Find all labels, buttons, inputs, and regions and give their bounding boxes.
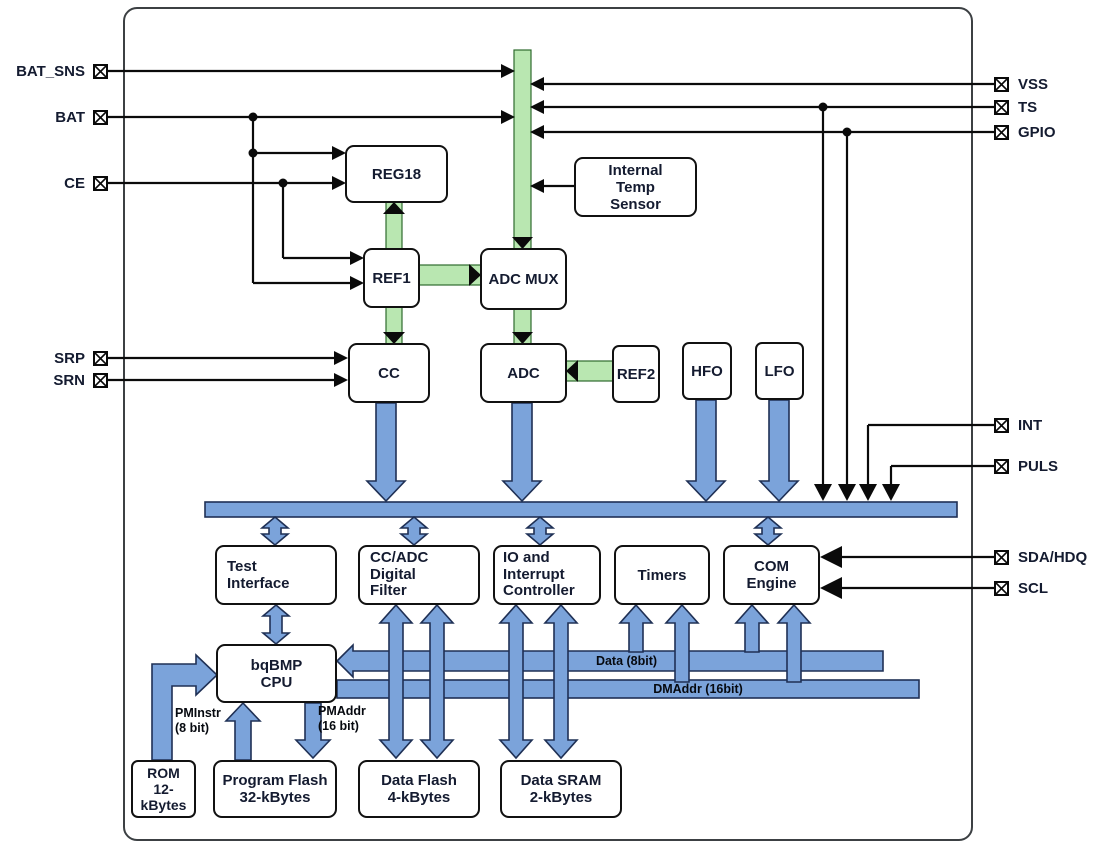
green-connectors [383, 49, 615, 382]
block-label: ADC [507, 364, 540, 382]
pin-label: SCL [1018, 579, 1048, 597]
pin-pad-icon [994, 417, 1009, 433]
block-adc: ADC [480, 343, 567, 403]
pin-srn: SRN [0, 371, 108, 389]
pmaddr-label: PMAddr (16 bit) [318, 704, 366, 733]
block-label: bqBMP CPU [250, 656, 303, 691]
pin-label: SDA/HDQ [1018, 548, 1088, 566]
block-ref2: REF2 [612, 345, 660, 403]
block-cc-adc-digital-filter: CC/ADC Digital Filter [358, 545, 480, 605]
pin-label: PULS [1018, 457, 1059, 475]
block-data-sram: Data SRAM 2-kBytes [500, 760, 622, 818]
pin-pad-icon [994, 76, 1009, 92]
block-adc-mux: ADC MUX [480, 248, 567, 310]
pin-label: GPIO [1018, 123, 1056, 141]
pin-puls: PULS [994, 457, 1058, 475]
block-label: CC [378, 364, 400, 382]
pin-label: BAT [55, 108, 85, 126]
block-data-flash: Data Flash 4-kBytes [358, 760, 480, 818]
pin-srp: SRP [0, 349, 108, 367]
pin-label: SRP [54, 349, 85, 367]
pin-label: TS [1018, 98, 1038, 116]
pin-gpio: GPIO [994, 123, 1056, 141]
block-label: REF2 [616, 365, 656, 383]
data-bus-label: Data (8bit) [595, 654, 658, 668]
dmaddr-bus-label: DMAddr (16bit) [653, 682, 743, 696]
block-label: Data Flash 4-kBytes [381, 772, 457, 806]
block-label: CC/ADC Digital Filter [370, 549, 429, 600]
pin-pad-icon [93, 63, 108, 79]
block-label: IO and Interrupt Controller [503, 549, 575, 600]
block-label: LFO [764, 362, 795, 380]
block-label: Program Flash 32-kBytes [222, 772, 328, 806]
pin-pad-icon [93, 109, 108, 125]
pin-pad-icon [93, 372, 108, 388]
pin-pad-icon [994, 458, 1009, 474]
block-reg18: REG18 [345, 145, 448, 203]
block-label: ADC MUX [488, 270, 559, 288]
block-program-flash: Program Flash 32-kBytes [213, 760, 337, 818]
signal-lines [105, 64, 996, 599]
block-label: Timers [637, 566, 687, 584]
pin-pad-icon [994, 549, 1009, 565]
block-io-interrupt-controller: IO and Interrupt Controller [493, 545, 601, 605]
block-internal-temp-sensor: Internal Temp Sensor [574, 157, 697, 217]
pin-label: INT [1018, 416, 1043, 434]
block-test-interface: Test Interface [215, 545, 337, 605]
pin-label: CE [64, 174, 85, 192]
block-label: Data SRAM 2-kBytes [520, 772, 602, 806]
block-timers: Timers [614, 545, 710, 605]
block-bqbmp-cpu: bqBMP CPU [216, 644, 337, 703]
block-label: REF1 [372, 269, 411, 287]
blue-bus-connectors [151, 399, 958, 761]
pin-pad-icon [93, 175, 108, 191]
block-com-engine: COM Engine [723, 545, 820, 605]
pin-ts: TS [994, 98, 1037, 116]
pin-ce: CE [0, 174, 108, 192]
block-label: ROM 12- kBytes [140, 765, 187, 813]
block-label: COM Engine [746, 558, 797, 592]
block-cc: CC [348, 343, 430, 403]
block-hfo: HFO [682, 342, 732, 400]
pin-label: BAT_SNS [16, 62, 85, 80]
pin-vss: VSS [994, 75, 1048, 93]
block-rom: ROM 12- kBytes [131, 760, 196, 818]
block-label: Internal Temp Sensor [608, 161, 663, 213]
block-lfo: LFO [755, 342, 804, 400]
block-label: HFO [691, 362, 723, 380]
pin-pad-icon [93, 350, 108, 366]
pin-int: INT [994, 416, 1042, 434]
pin-bat: BAT [0, 108, 108, 126]
pminstr-label: PMInstr (8 bit) [175, 706, 221, 735]
pin-label: VSS [1018, 75, 1049, 93]
pin-pad-icon [994, 124, 1009, 140]
pin-scl: SCL [994, 579, 1048, 597]
block-label: REG18 [371, 165, 422, 183]
pin-pad-icon [994, 99, 1009, 115]
pin-bat-sns: BAT_SNS [0, 62, 108, 80]
block-label: Test Interface [227, 558, 290, 592]
block-ref1: REF1 [363, 248, 420, 308]
pin-pad-icon [994, 580, 1009, 596]
pin-sda-hdq: SDA/HDQ [994, 548, 1087, 566]
pin-label: SRN [53, 371, 85, 389]
